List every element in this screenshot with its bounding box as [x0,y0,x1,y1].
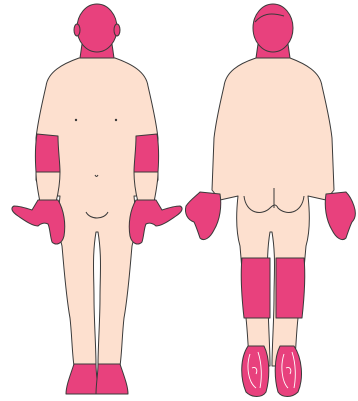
front-ear-right [114,24,120,36]
front-nipple-left [75,119,77,121]
back-head [253,4,293,52]
back-hand-left [185,192,220,240]
back-calf-right [276,258,305,318]
front-figure [12,4,182,394]
back-calf-left [241,258,270,318]
front-wrist-right [134,172,158,202]
front-foot-right [96,364,128,394]
back-sole-right [275,346,301,397]
back-sole-left [242,346,269,397]
front-head [77,4,117,52]
front-nipple-right [115,119,117,121]
front-forearm-right [134,134,159,172]
front-ear-left [74,24,80,36]
back-hand-right [325,192,355,240]
front-hand-left [12,200,65,244]
back-body-skin [212,58,334,366]
back-figure [185,4,355,397]
front-wrist-left [36,172,60,202]
front-forearm-left [35,134,60,172]
front-hand-right [129,200,182,244]
front-foot-left [66,364,98,394]
